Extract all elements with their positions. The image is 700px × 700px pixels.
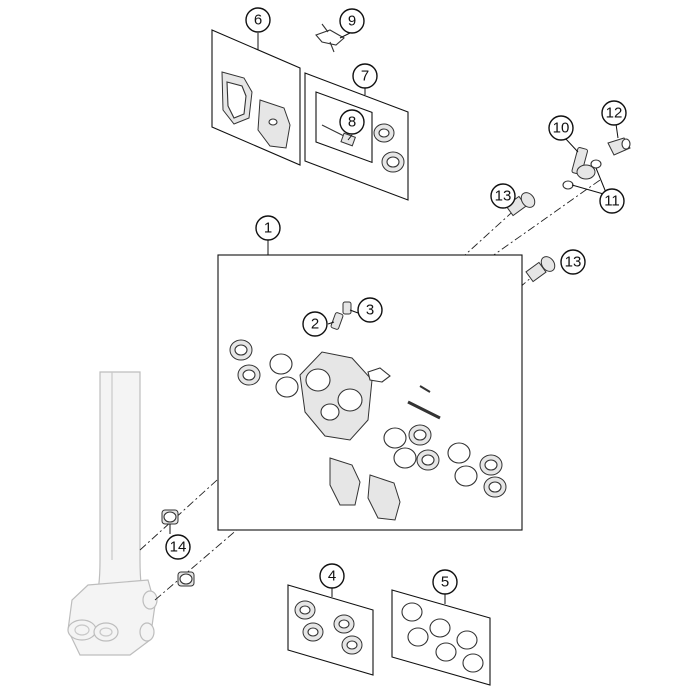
callout-1: 1 xyxy=(255,215,281,241)
svg-text:9: 9 xyxy=(348,13,356,30)
callout-13-lower: 13 xyxy=(560,249,586,275)
callout-11: 11 xyxy=(599,188,625,214)
mounting-bolt-13a xyxy=(505,192,536,217)
svg-text:2: 2 xyxy=(311,316,319,333)
callout-10: 10 xyxy=(548,115,574,141)
svg-text:3: 3 xyxy=(366,302,374,319)
svg-text:11: 11 xyxy=(604,193,620,210)
piston-set-panel-4 xyxy=(287,584,374,676)
svg-text:4: 4 xyxy=(328,568,336,585)
callout-5: 5 xyxy=(432,569,458,595)
fork-leg xyxy=(67,371,158,656)
spacer-bushings-14 xyxy=(161,509,195,587)
caliper-kit-panel-7 xyxy=(304,72,409,201)
svg-text:5: 5 xyxy=(441,574,449,591)
callout-12: 12 xyxy=(601,100,627,126)
svg-text:14: 14 xyxy=(170,539,187,556)
pads-panel-6 xyxy=(211,29,301,166)
callout-7: 7 xyxy=(352,63,378,89)
mounting-bolt-13b xyxy=(525,256,556,283)
seal-set-panel-5 xyxy=(391,589,491,686)
callout-9: 9 xyxy=(339,8,365,34)
svg-text:12: 12 xyxy=(606,105,623,122)
callout-2: 2 xyxy=(302,311,328,337)
callout-4: 4 xyxy=(319,563,345,589)
bleed-screw-12 xyxy=(607,137,631,156)
callouts: 6 9 7 8 10 12 11 13 13 1 2 3 14 4 5 xyxy=(165,7,627,595)
svg-text:6: 6 xyxy=(254,12,262,29)
svg-text:7: 7 xyxy=(361,68,369,85)
callout-14: 14 xyxy=(165,534,191,560)
callout-13-upper: 13 xyxy=(490,183,516,209)
pad-spring-9 xyxy=(315,23,345,53)
callout-3: 3 xyxy=(357,297,383,323)
svg-text:1: 1 xyxy=(264,220,272,237)
svg-text:13: 13 xyxy=(495,188,512,205)
svg-text:8: 8 xyxy=(348,114,356,131)
svg-text:10: 10 xyxy=(553,120,570,137)
banjo-fitting-10 xyxy=(571,147,596,180)
svg-text:13: 13 xyxy=(565,254,582,271)
callout-8: 8 xyxy=(339,109,365,135)
callout-6: 6 xyxy=(245,7,271,33)
caliper-assembly-panel-1 xyxy=(217,254,523,531)
